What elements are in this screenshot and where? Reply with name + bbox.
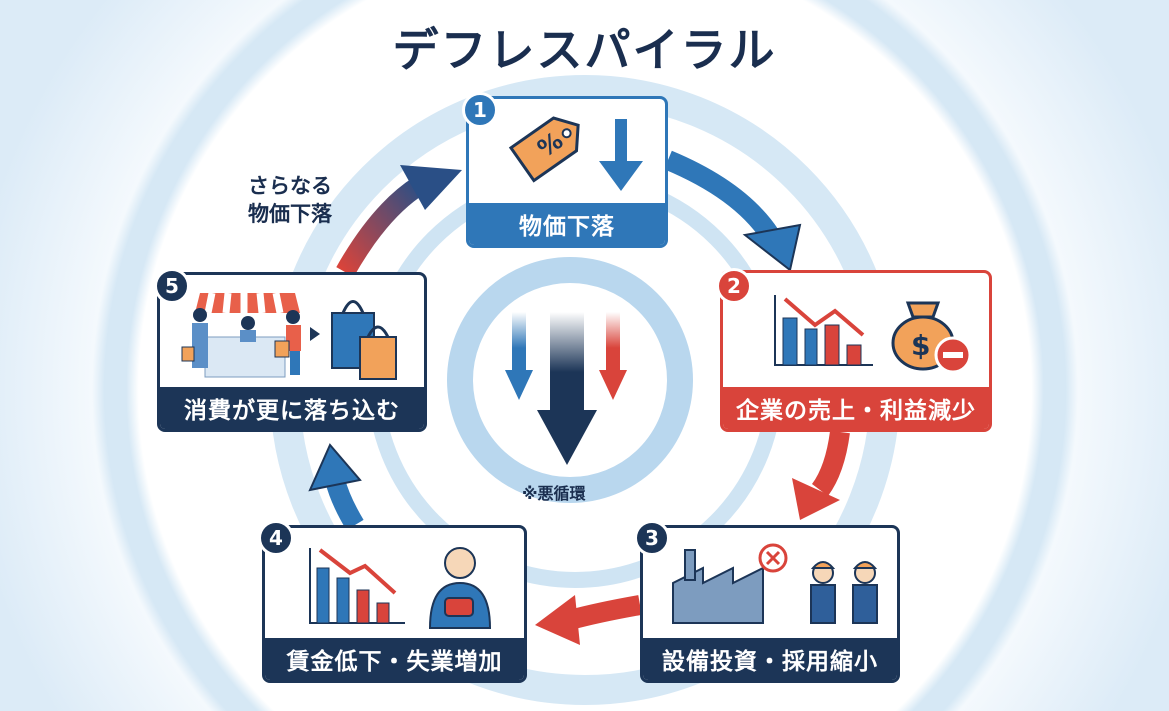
step-2-label: 企業の売上・利益減少 xyxy=(723,387,989,429)
arrow-2-to-3 xyxy=(792,430,850,520)
annotation-further-price-drop: さらなる 物価下落 xyxy=(248,172,332,228)
step-3-badge: 3 xyxy=(634,520,670,556)
step-1-label: 物価下落 xyxy=(469,203,665,245)
step-5-card: 消費が更に落ち込む xyxy=(157,272,427,432)
arrow-3-to-4 xyxy=(535,595,642,645)
step-1-badge: 1 xyxy=(462,92,498,128)
step-5-badge: 5 xyxy=(154,268,190,304)
declining-sales-moneybag-icon: $ xyxy=(774,295,972,374)
vicious-cycle-note: ※悪循環 xyxy=(522,484,586,503)
step-2-badge: 2 xyxy=(716,268,752,304)
page-title: デフレスパイラル xyxy=(392,23,777,77)
annotation-line1: さらなる xyxy=(248,174,332,198)
arrow-5-to-1 xyxy=(336,165,462,277)
svg-text:$: $ xyxy=(911,329,930,362)
step-4-badge: 4 xyxy=(258,520,294,556)
step-3-label: 設備投資・採用縮小 xyxy=(643,638,897,680)
price-tag-down-icon: % xyxy=(508,116,643,191)
factory-workers-icon xyxy=(672,543,878,624)
annotation-line2: 物価下落 xyxy=(248,202,332,226)
step-4-label: 賃金低下・失業増加 xyxy=(265,638,524,680)
declining-wages-worried-person-icon xyxy=(309,547,492,629)
step-4-card: 賃金低下・失業増加 xyxy=(262,525,527,683)
step-3-card: 設備投資・採用縮小 xyxy=(640,525,900,683)
arrow-4-to-5 xyxy=(308,443,364,531)
step-2-card: $ 企業の売上・利益減少 xyxy=(720,270,992,432)
step-5-label: 消費が更に落ち込む xyxy=(160,387,424,429)
shop-shopping-bags-icon xyxy=(181,292,397,380)
center-down-arrows-icon xyxy=(505,312,627,465)
step-1-card: % 物価下落 xyxy=(466,96,668,248)
arrow-1-to-2 xyxy=(664,150,802,272)
